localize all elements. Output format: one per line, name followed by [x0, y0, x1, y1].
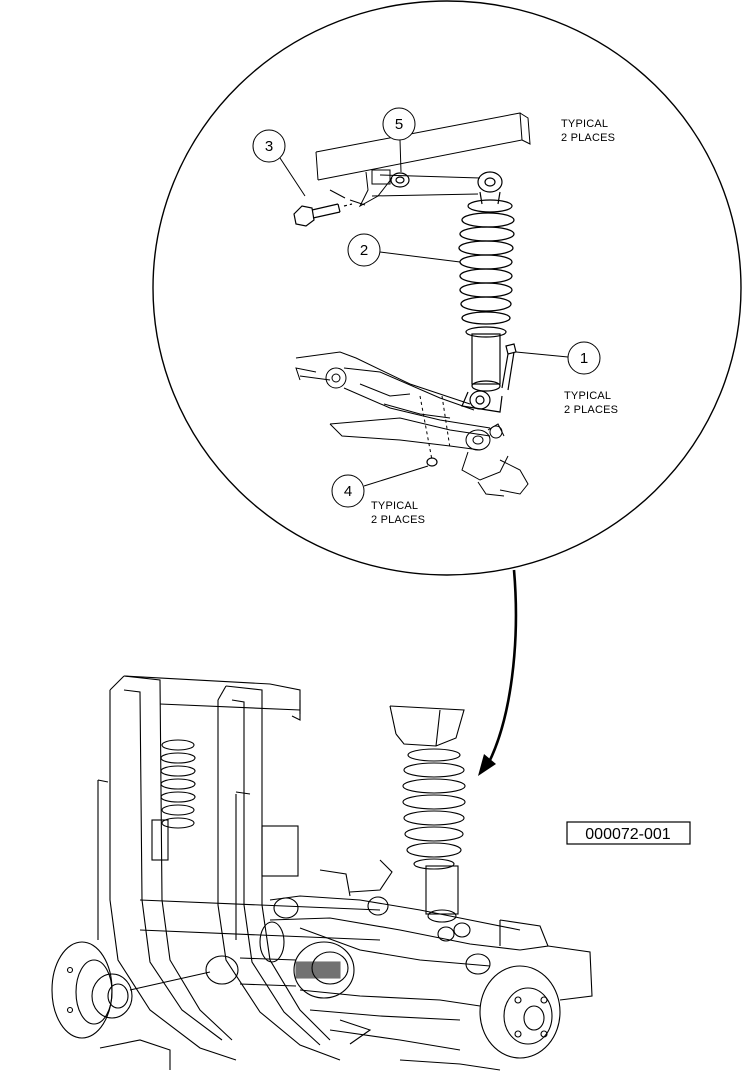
lower-arms-and-axle	[269, 895, 593, 1051]
coil-spring	[458, 212, 515, 325]
top-note-line2: 2 PLACES	[561, 132, 615, 144]
callout-3-number: 3	[265, 138, 273, 155]
frame-rails	[97, 675, 381, 1061]
detail-circle	[152, 0, 742, 576]
right-wheel-hub	[479, 965, 561, 1059]
pointer-arrow	[478, 569, 518, 776]
callout-1-note-line1: TYPICAL	[564, 390, 611, 402]
upper-bolt-part	[293, 203, 353, 227]
callout-4-note-line2: 2 PLACES	[371, 514, 425, 526]
shock-absorber	[458, 171, 515, 413]
top-note-line1: TYPICAL	[561, 118, 608, 130]
vehicle-assembly	[51, 675, 593, 1071]
frame-bracket	[315, 112, 531, 208]
callouts	[252, 107, 601, 508]
detail-view	[152, 0, 742, 576]
figure-id-box	[566, 821, 691, 845]
figure-id: 000072-001	[585, 826, 671, 843]
callout-2-number: 2	[360, 242, 368, 259]
callout-4-note-line1: TYPICAL	[371, 500, 418, 512]
callout-1-number: 1	[580, 350, 588, 367]
callout-5-number: 5	[395, 116, 403, 133]
lower-bolt-part	[501, 343, 517, 391]
left-wheel-hub	[51, 941, 211, 1039]
callout-4-number: 4	[344, 483, 352, 500]
lower-brackets	[99, 859, 501, 1071]
installed-shock	[389, 705, 466, 923]
callout-1-note-line2: 2 PLACES	[564, 404, 618, 416]
lower-nut-part	[426, 457, 438, 467]
differential	[205, 921, 355, 999]
nut-part	[390, 172, 410, 188]
left-coil-spring	[160, 739, 196, 829]
control-arm	[295, 351, 529, 497]
